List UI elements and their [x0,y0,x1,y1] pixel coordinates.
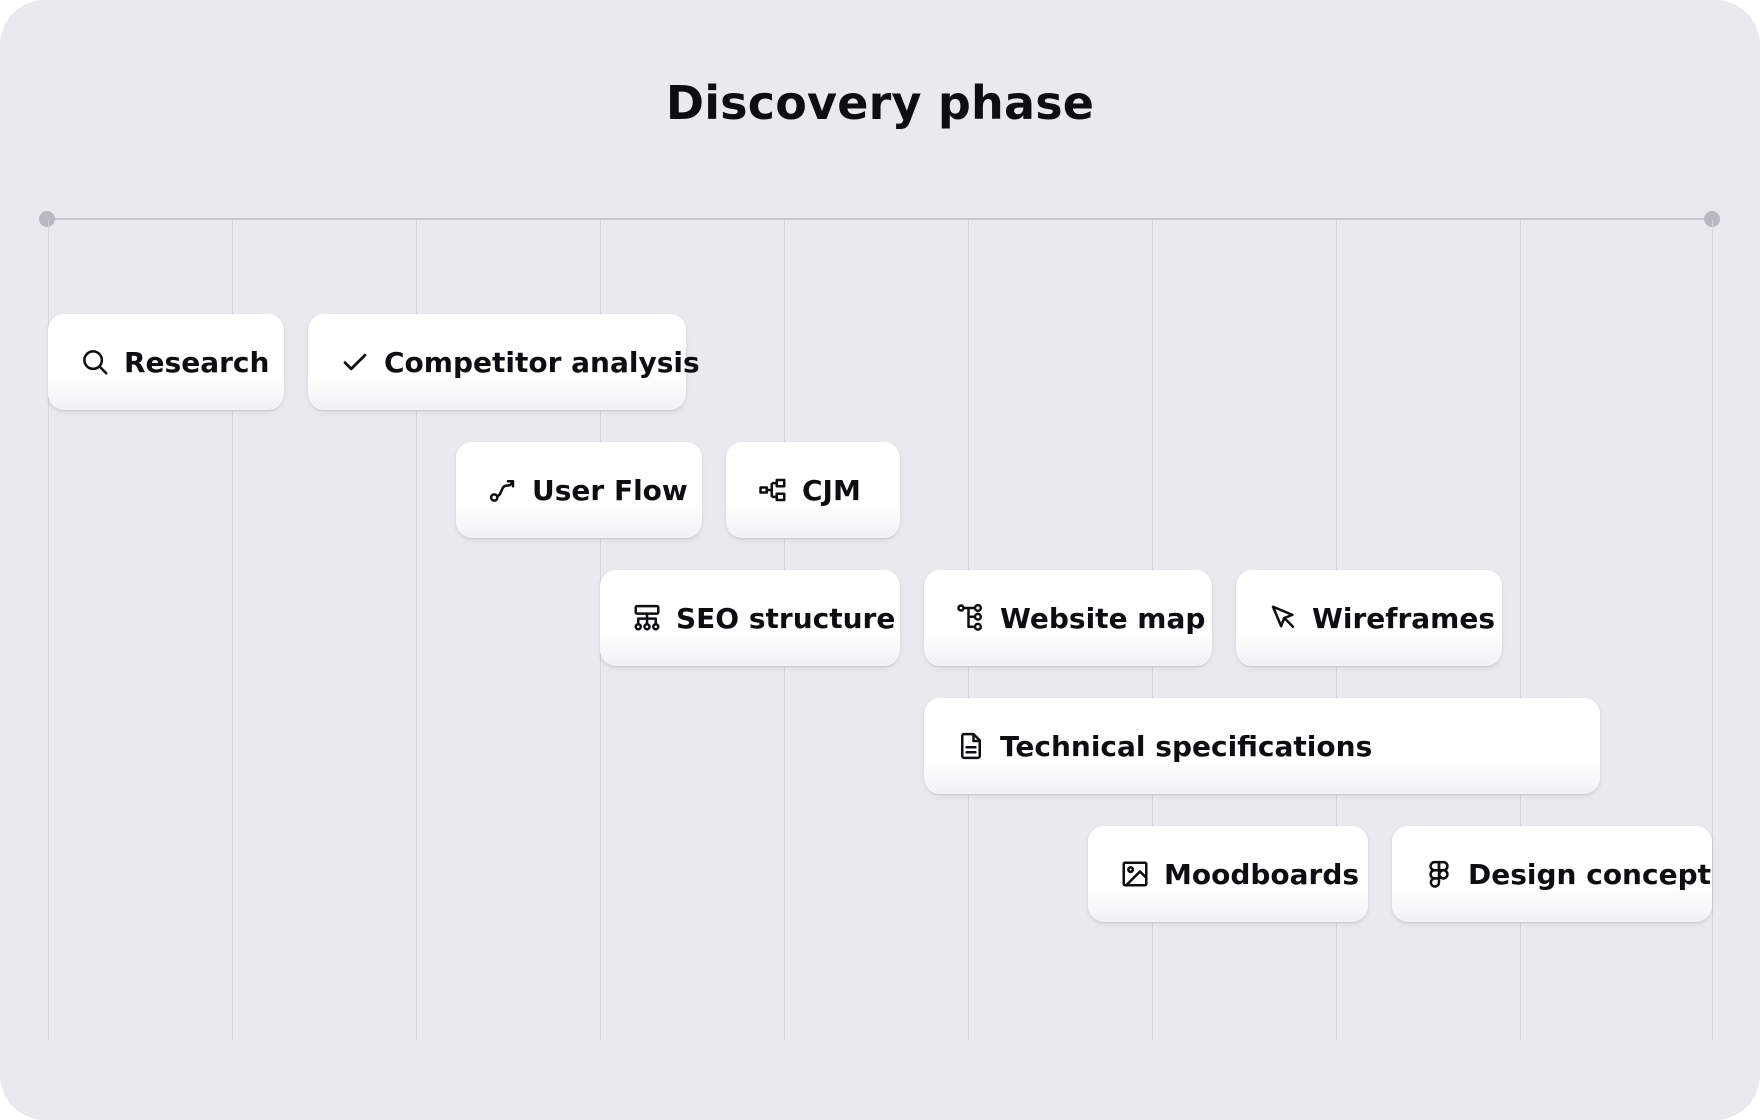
document-icon [956,731,986,761]
figma-icon [1424,859,1454,889]
timeline-end-dot [1704,211,1720,227]
gridline [1520,220,1521,1040]
task-wireframes[interactable]: Wireframes [1236,570,1502,666]
sitemap-icon [632,603,662,633]
task-design-concept[interactable]: Design concept [1392,826,1712,922]
task-user-flow[interactable]: User Flow [456,442,702,538]
task-cjm[interactable]: CJM [726,442,900,538]
task-technical-specifications[interactable]: Technical specifications [924,698,1600,794]
search-icon [80,347,110,377]
page-title: Discovery phase [665,76,1095,130]
task-website-map[interactable]: Website map [924,570,1212,666]
timeline-start-dot [39,211,55,227]
gridline [416,220,417,1040]
image-icon [1120,859,1150,889]
cursor-icon [1268,603,1298,633]
hierarchy-icon [758,475,788,505]
task-label: Wireframes [1312,601,1495,635]
task-moodboards[interactable]: Moodboards [1088,826,1368,922]
task-label: CJM [802,473,861,507]
check-icon [340,347,370,377]
gridline [1712,220,1713,1040]
task-label: Research [124,345,270,379]
task-label: Competitor analysis [384,345,700,379]
task-competitor-analysis[interactable]: Competitor analysis [308,314,700,410]
task-label: SEO structure [676,601,896,635]
route-icon [488,475,518,505]
gridline [48,220,49,1040]
timeline-axis [47,218,1712,220]
task-label: Design concept [1468,857,1712,891]
tree-icon [956,603,986,633]
task-label: User Flow [532,473,688,507]
task-seo-structure[interactable]: SEO structure [600,570,900,666]
task-research[interactable]: Research [48,314,284,410]
task-label: Moodboards [1164,857,1360,891]
task-label: Technical specifications [1000,729,1373,763]
task-label: Website map [1000,601,1206,635]
gridline [232,220,233,1040]
